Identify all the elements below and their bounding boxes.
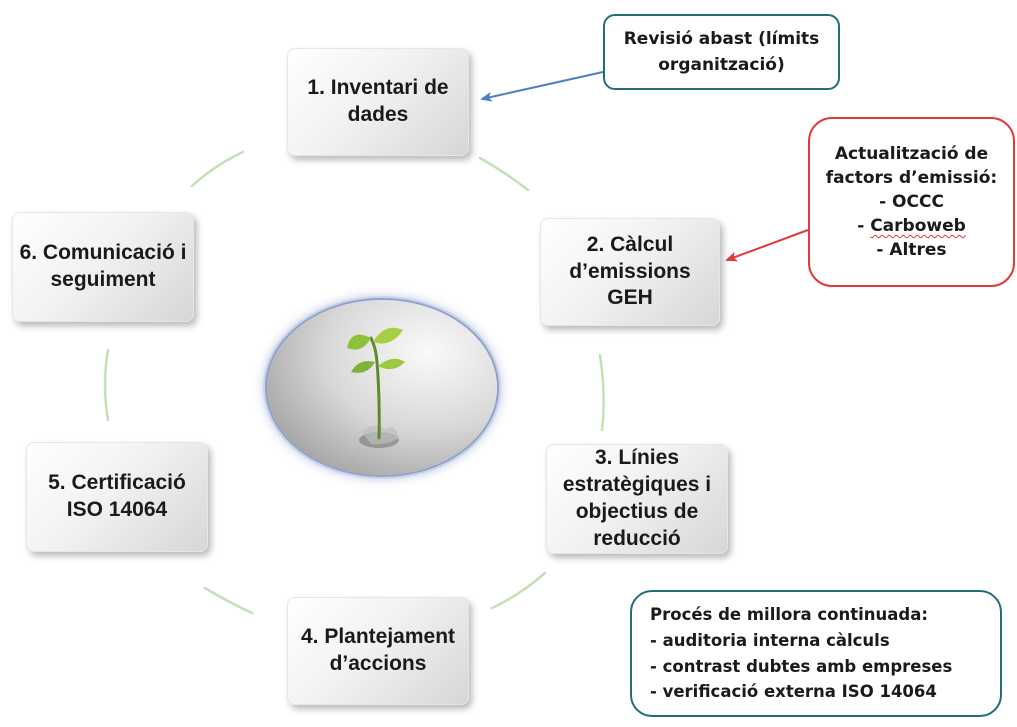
center-sprout-image (267, 300, 497, 475)
cycle-arc-1-2 (478, 156, 530, 192)
sprout-icon (347, 327, 405, 448)
callout-millora-line-2: - auditoria interna càlculs (650, 630, 890, 650)
cycle-arc-6-1 (190, 150, 245, 188)
cycle-arc-3-4 (490, 571, 547, 610)
step-2-calcul: 2. Càlcul d’emissions GEH (540, 218, 720, 326)
step-6-label: 6. Comunicació i seguiment (19, 241, 187, 291)
step-3-label: 3. Línies estratègiques i objectius de r… (562, 446, 712, 550)
callout-millora-continuada: Procés de millora continuada: - auditori… (630, 590, 1002, 717)
step-5-label: 5. Certificació ISO 14064 (48, 471, 186, 521)
callout-factors-line-2: factors d’emissió: (825, 167, 998, 188)
callout-revisio-abast: Revisió abast (límits organització) (603, 14, 840, 90)
callout-factors-line-3: - OCCC (879, 191, 944, 212)
callout-factors-line-4: - Carboweb (826, 214, 997, 238)
step-4-label: 4. Plantejament d’accions (300, 625, 456, 675)
step-1-inventari: 1. Inventari de dades (287, 48, 469, 156)
step-5-certificacio: 5. Certificació ISO 14064 (26, 442, 208, 552)
carboweb-dash: - (857, 216, 871, 237)
cycle-arc-5-6 (103, 348, 110, 422)
carboweb-word: Carboweb (870, 216, 966, 237)
step-3-linies: 3. Línies estratègiques i objectius de r… (546, 444, 728, 554)
callout-millora-line-3: - contrast dubtes amb empreses (650, 656, 953, 676)
step-1-label: 1. Inventari de dades (307, 76, 449, 126)
callout-millora-line-1: Procés de millora continuada: (650, 605, 928, 625)
arrow-revisio-abast (480, 71, 604, 102)
step-2-label: 2. Càlcul d’emissions GEH (569, 232, 691, 310)
callout-factors-emissio: Actualització de factors d’emissió: - OC… (808, 117, 1015, 287)
callout-revisio-line-2: organització) (658, 55, 785, 75)
cycle-arc-4-5 (203, 586, 254, 615)
cycle-arc-2-3 (598, 353, 605, 432)
callout-factors-line-1: Actualització de (834, 143, 989, 164)
arrow-factors-emissio (725, 229, 809, 262)
callout-revisio-line-1: Revisió abast (límits (623, 28, 820, 49)
callout-factors-line-5: - Altres (876, 240, 947, 261)
callout-millora-line-4: - verificació externa ISO 14064 (650, 682, 937, 702)
step-4-plantejament: 4. Plantejament d’accions (287, 597, 469, 705)
step-6-comunicacio: 6. Comunicació i seguiment (12, 212, 194, 322)
